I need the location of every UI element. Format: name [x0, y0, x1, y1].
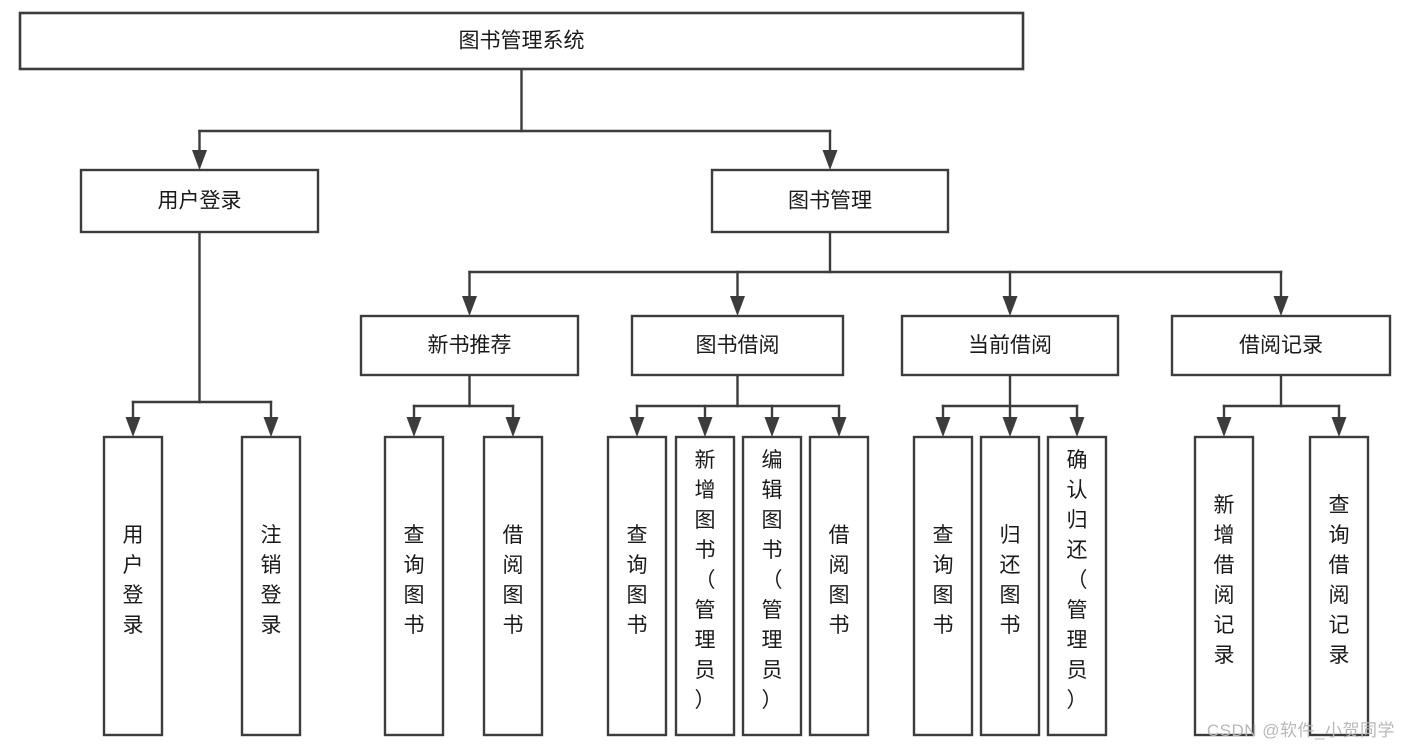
node-box[interactable]	[979, 435, 1041, 737]
arrow-head-icon	[822, 150, 838, 170]
arrow-head-icon	[764, 417, 780, 437]
arrow-head-icon	[730, 296, 745, 316]
node-box[interactable]	[18, 11, 1025, 71]
node-box[interactable]	[1046, 435, 1108, 737]
node-leaf-cur-return-book[interactable]: 归还图书	[979, 435, 1041, 737]
connector-group-book-manage	[462, 230, 1289, 316]
arrow-head-icon	[1331, 417, 1347, 437]
node-leaf-cur-query-book[interactable]: 查询图书	[912, 435, 974, 737]
node-leaf-user-login[interactable]: 用户登录	[102, 435, 164, 737]
connector-group-user-login	[125, 230, 279, 437]
node-box[interactable]	[1193, 435, 1255, 737]
node-box[interactable]	[674, 435, 736, 737]
arrow-head-icon	[192, 150, 207, 170]
node-label: 新增借阅记录	[1214, 494, 1235, 667]
arrow-head-icon	[1216, 417, 1232, 437]
node-box[interactable]	[900, 314, 1120, 377]
node-leaf-cur-confirm-return[interactable]: 确认归还（管理员）	[1046, 435, 1108, 737]
node-leaf-borrow-query-book[interactable]: 查询图书	[606, 435, 668, 737]
node-label: 图书管理	[788, 190, 872, 213]
node-box[interactable]	[240, 435, 302, 737]
node-leaf-borrow-add-book[interactable]: 新增图书（管理员）	[674, 435, 736, 737]
arrow-head-icon	[1002, 417, 1018, 437]
node-box[interactable]	[630, 314, 845, 377]
arrow-head-icon	[629, 417, 645, 437]
arrow-head-icon	[697, 417, 713, 437]
node-book-borrow[interactable]: 图书借阅	[630, 314, 845, 377]
node-box[interactable]	[606, 435, 668, 737]
arrow-head-icon	[935, 417, 951, 437]
node-label: 查询图书	[933, 524, 954, 637]
connector-group-book-borrow	[629, 373, 847, 437]
arrow-head-icon	[406, 417, 422, 437]
node-label: 注销登录	[261, 524, 282, 637]
node-label: 编辑图书（管理员）	[762, 449, 783, 712]
node-root[interactable]: 图书管理系统	[18, 11, 1025, 71]
node-box[interactable]	[102, 435, 164, 737]
node-box[interactable]	[383, 435, 445, 737]
node-label: 借阅图书	[503, 524, 524, 637]
node-box[interactable]	[912, 435, 974, 737]
node-label: 新书推荐	[428, 334, 512, 357]
node-label: 借阅记录	[1239, 334, 1323, 357]
node-box[interactable]	[79, 168, 320, 234]
node-label: 查询图书	[404, 524, 425, 637]
node-label: 图书借阅	[696, 334, 780, 357]
arrow-head-icon	[263, 417, 279, 437]
csdn-watermark: CSDN @软件_小贺同学	[1206, 721, 1395, 740]
node-leaf-borrow-borrow-book[interactable]: 借阅图书	[808, 435, 870, 737]
arrow-head-icon	[831, 417, 847, 437]
arrow-head-icon	[125, 417, 141, 437]
node-leaf-borrow-edit-book[interactable]: 编辑图书（管理员）	[741, 435, 803, 737]
node-box[interactable]	[1308, 435, 1370, 737]
node-leaf-rec-query-book[interactable]: 查询图书	[383, 435, 445, 737]
node-label: 确认归还（管理员）	[1067, 449, 1088, 712]
node-label: 当前借阅	[968, 334, 1052, 357]
node-label: 查询图书	[627, 524, 648, 637]
connector-group-current-borrow	[935, 373, 1085, 437]
node-label: 新增图书（管理员）	[695, 449, 716, 712]
node-new-book-recommend[interactable]: 新书推荐	[359, 314, 580, 377]
node-box[interactable]	[482, 435, 544, 737]
connector-group-borrow-record	[1216, 373, 1347, 437]
connector-layer	[125, 67, 1347, 437]
node-user-login[interactable]: 用户登录	[79, 168, 320, 234]
arrow-head-icon	[1273, 296, 1289, 316]
node-leaf-rec-borrow-book[interactable]: 借阅图书	[482, 435, 544, 737]
node-box[interactable]	[741, 435, 803, 737]
connector-group-new-book-recommend	[406, 373, 521, 437]
node-label: 查询借阅记录	[1329, 494, 1350, 667]
node-leaf-rec-query-record[interactable]: 查询借阅记录	[1308, 435, 1370, 737]
connector-group-root	[192, 67, 838, 170]
node-book-manage[interactable]: 图书管理	[710, 168, 950, 234]
node-layer: 图书管理系统用户登录图书管理新书推荐图书借阅当前借阅借阅记录用户登录注销登录查询…	[18, 11, 1392, 737]
node-label: 归还图书	[1000, 524, 1021, 637]
node-label: 用户登录	[158, 190, 242, 213]
node-leaf-user-logout[interactable]: 注销登录	[240, 435, 302, 737]
node-box[interactable]	[359, 314, 580, 377]
arrow-head-icon	[505, 417, 521, 437]
arrow-head-icon	[1069, 417, 1085, 437]
arrow-head-icon	[462, 296, 477, 316]
node-label: 图书管理系统	[459, 30, 585, 53]
node-box[interactable]	[1170, 314, 1392, 377]
node-box[interactable]	[808, 435, 870, 737]
node-label: 借阅图书	[829, 524, 850, 637]
node-borrow-record[interactable]: 借阅记录	[1170, 314, 1392, 377]
node-current-borrow[interactable]: 当前借阅	[900, 314, 1120, 377]
arrow-head-icon	[1002, 296, 1018, 316]
node-label: 用户登录	[123, 524, 144, 637]
node-box[interactable]	[710, 168, 950, 234]
node-leaf-rec-add-record[interactable]: 新增借阅记录	[1193, 435, 1255, 737]
